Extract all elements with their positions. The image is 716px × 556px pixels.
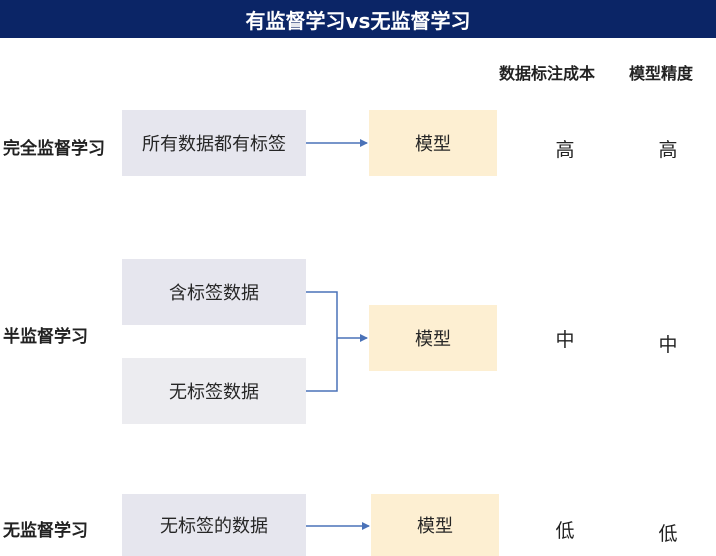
connector-labeled [306, 291, 338, 392]
page-title: 有监督学习vs无监督学习 [0, 0, 716, 38]
row-label-supervised: 完全监督学习 [3, 139, 105, 159]
data-box-labeled: 含标签数据 [122, 259, 306, 325]
cost-value-supervised: 高 [555, 139, 575, 161]
cost-value-unsupervised: 低 [555, 520, 575, 542]
cost-value-semi-supervised: 中 [555, 329, 575, 351]
accuracy-value-semi-supervised: 中 [658, 334, 678, 356]
column-header-accuracy: 模型精度 [629, 64, 694, 83]
row-label-semi-supervised: 半监督学习 [3, 327, 88, 347]
model-box-semi-supervised: 模型 [369, 305, 497, 371]
accuracy-value-unsupervised: 低 [658, 523, 678, 545]
model-box-supervised: 模型 [369, 110, 497, 176]
data-box-all-labeled: 所有数据都有标签 [122, 110, 306, 176]
data-box-unlabeled: 无标签数据 [122, 358, 306, 424]
model-box-unsupervised: 模型 [371, 494, 499, 556]
accuracy-value-supervised: 高 [658, 139, 678, 161]
column-header-cost: 数据标注成本 [499, 64, 596, 83]
row-label-unsupervised: 无监督学习 [3, 521, 88, 541]
data-box-unlabeled-all: 无标签的数据 [122, 494, 306, 556]
